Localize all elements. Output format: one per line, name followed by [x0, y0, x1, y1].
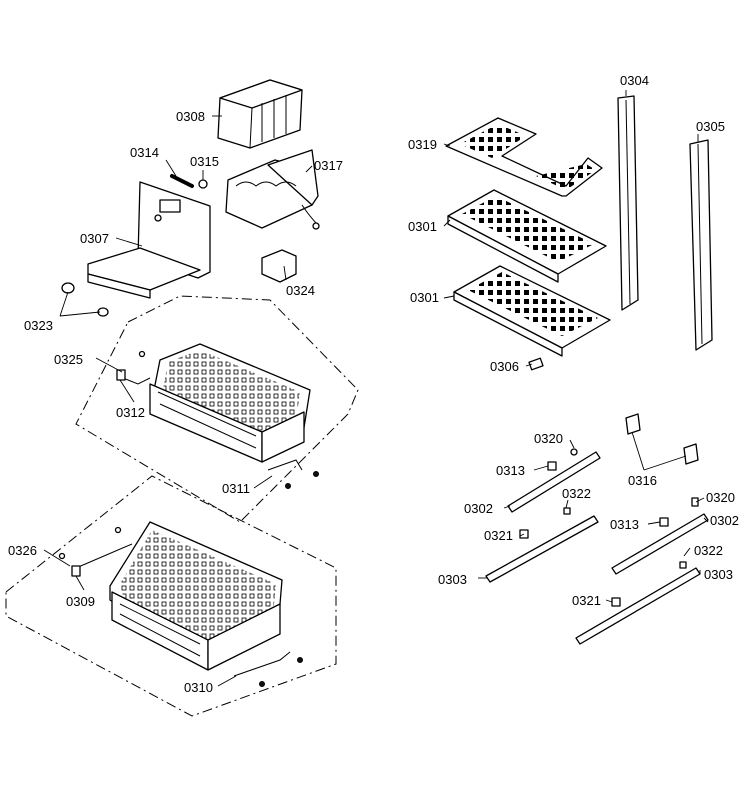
part-0325-upper-drawer [149, 343, 311, 463]
drawer-0325-outline [75, 295, 359, 523]
part-0326-lower-drawer [109, 521, 283, 671]
label-0319: 0319 [408, 137, 437, 152]
label-0313-right: 0313 [610, 517, 639, 532]
drawer-0326-outline [5, 475, 337, 717]
label-0320-left: 0320 [534, 431, 563, 446]
part-0315-clip [198, 179, 208, 189]
label-0326: 0326 [8, 543, 37, 558]
part-0301-shelf-upper [447, 189, 607, 283]
part-0305-rail [689, 139, 713, 351]
label-0313-left: 0313 [496, 463, 525, 478]
part-0306-clip [528, 357, 544, 371]
label-0322-left: 0322 [562, 486, 591, 501]
part-0324 [261, 249, 297, 283]
label-0317: 0317 [314, 158, 343, 173]
part-0310-screws [233, 651, 303, 687]
label-0321-right: 0321 [572, 593, 601, 608]
label-0304: 0304 [620, 73, 649, 88]
label-0320-right: 0320 [706, 490, 735, 505]
part-0308-ice-bucket [217, 79, 303, 149]
part-0301-shelf-lower [453, 265, 611, 357]
label-0325: 0325 [54, 352, 83, 367]
label-0323: 0323 [24, 318, 53, 333]
label-0315: 0315 [190, 154, 219, 169]
label-0316: 0316 [628, 473, 657, 488]
label-0324: 0324 [286, 283, 315, 298]
label-0311: 0311 [222, 481, 250, 496]
label-0307: 0307 [80, 231, 109, 246]
part-0319-shelf [445, 117, 603, 197]
label-0301-upper: 0301 [408, 219, 437, 234]
label-0309: 0309 [66, 594, 95, 609]
label-0301-lower: 0301 [410, 290, 439, 305]
part-0302-slide-left [507, 448, 601, 513]
part-0317-ice-maker [225, 149, 320, 230]
leader-lines [43, 90, 709, 687]
part-0303-slide-left [485, 507, 599, 583]
part-0302-slide-right [611, 497, 709, 575]
label-0308: 0308 [176, 109, 205, 124]
label-0314: 0314 [130, 145, 159, 160]
part-0304-rail [617, 95, 639, 311]
label-0303-right: 0303 [704, 567, 733, 582]
label-0302-left: 0302 [464, 501, 493, 516]
label-0321-left: 0321 [484, 528, 513, 543]
part-0316-stops [625, 413, 699, 465]
part-0314-rod [170, 174, 194, 188]
label-0322-right: 0322 [694, 543, 723, 558]
label-0302-right: 0302 [710, 513, 739, 528]
label-0312: 0312 [116, 405, 145, 420]
part-0309-slide-bracket [58, 526, 133, 577]
label-0310: 0310 [184, 680, 213, 695]
part-labels: 0308 0314 0315 0317 0307 0324 0323 0325 … [8, 73, 739, 695]
part-0307-bracket [87, 181, 211, 299]
label-0303-left: 0303 [438, 572, 467, 587]
label-0306: 0306 [490, 359, 519, 374]
part-0323-feet [61, 282, 109, 317]
part-0312-slide-bracket [116, 350, 151, 385]
part-0311-screws [267, 459, 319, 489]
label-0305: 0305 [696, 119, 725, 134]
